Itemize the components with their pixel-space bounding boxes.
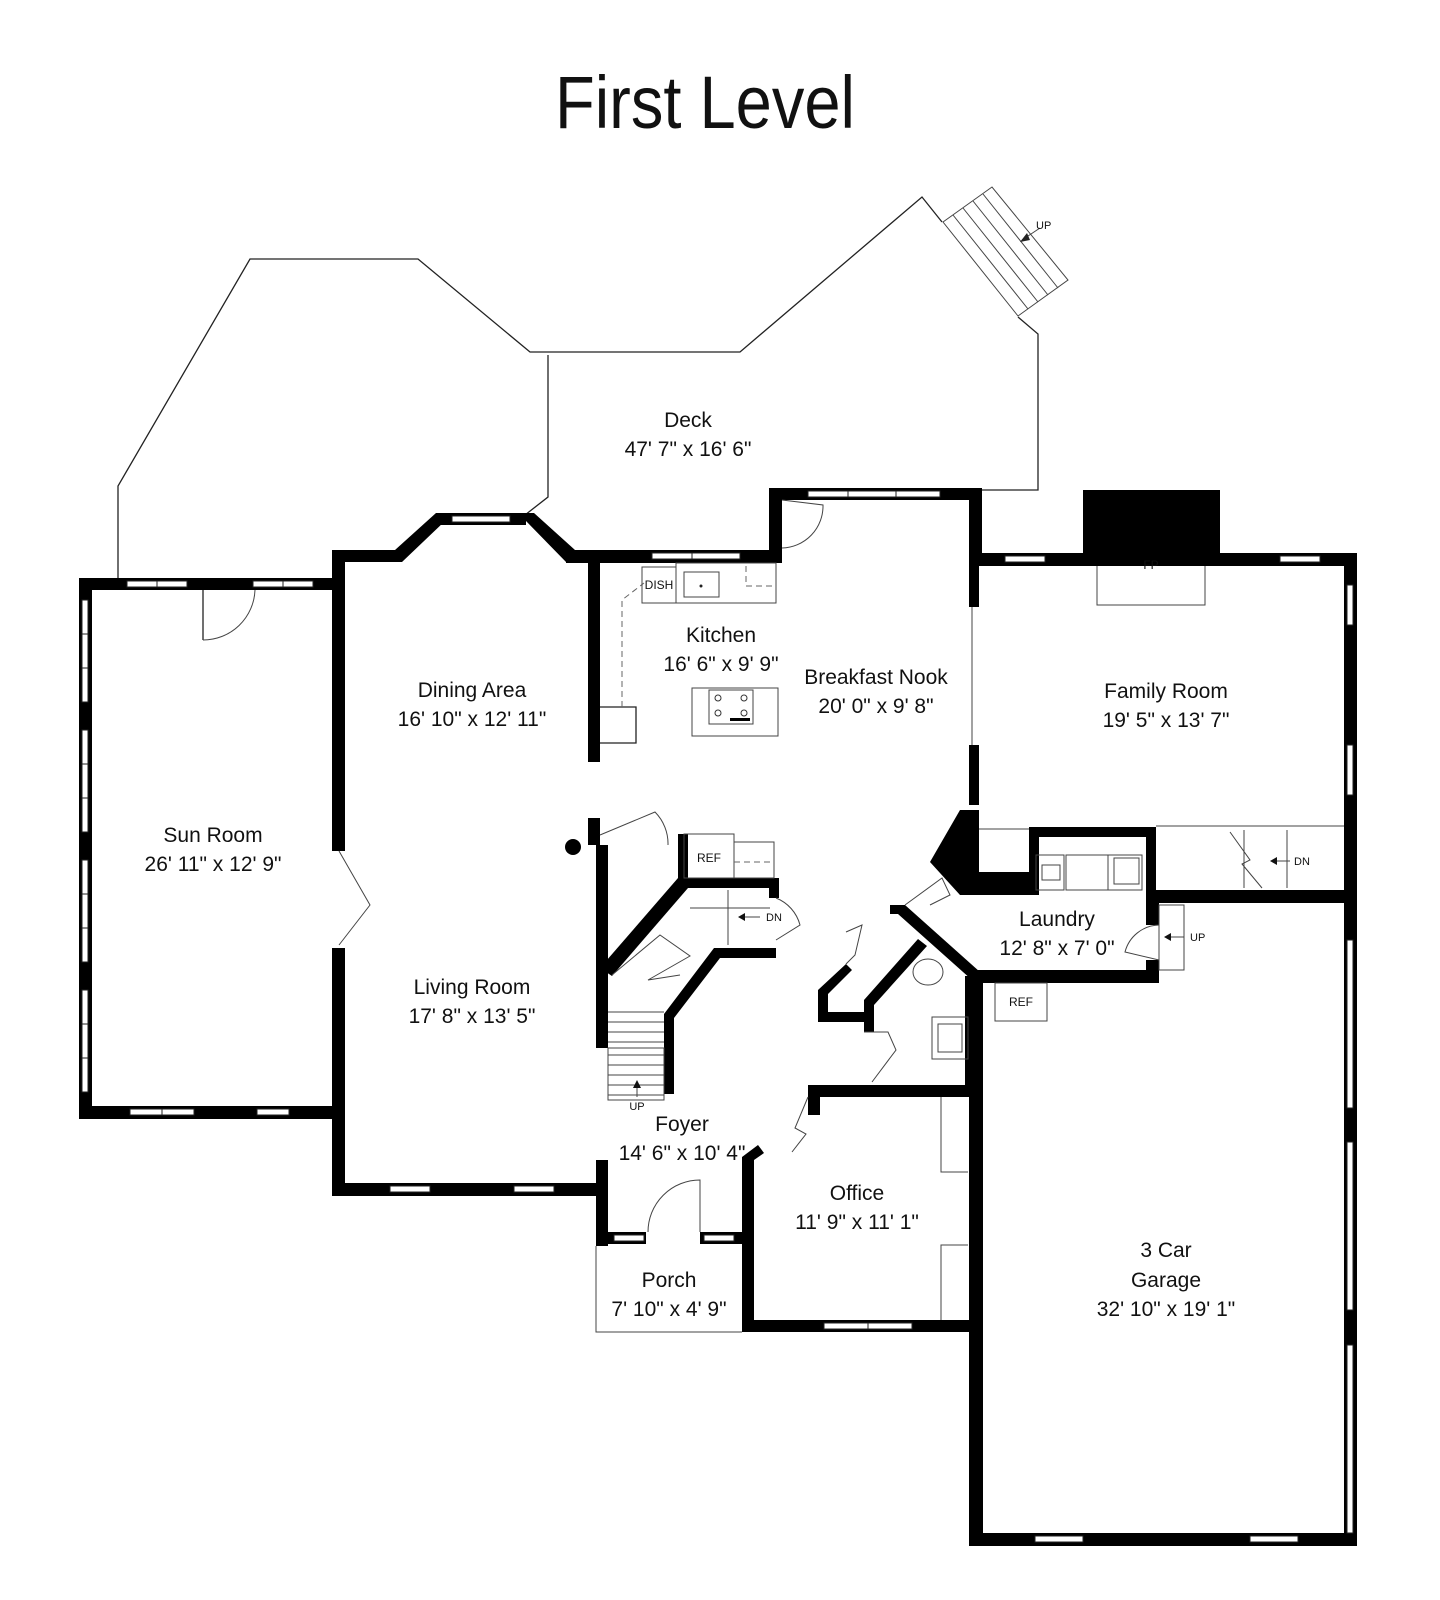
room-size: 14' 6" x 10' 4" — [619, 1142, 746, 1165]
room-label-living-room: Living Room 17' 8" x 13' 5" — [409, 976, 536, 1028]
room-size: 7' 10" x 4' 9" — [611, 1298, 726, 1321]
room-name: Deck — [664, 409, 712, 432]
room-label-dining-area: Dining Area 16' 10" x 12' 11" — [398, 679, 547, 731]
room-name: Dining Area — [418, 679, 527, 702]
room-label-laundry: Laundry 12' 8" x 7' 0" — [999, 908, 1114, 960]
room-name: Laundry — [1019, 908, 1095, 931]
room-name: Sun Room — [163, 824, 262, 847]
room-label-office: Office 11' 9" x 11' 1" — [795, 1182, 919, 1234]
stair-down-label: DN — [766, 912, 782, 924]
deck-up-arrow-icon — [1020, 227, 1041, 242]
room-name: Family Room — [1104, 680, 1228, 703]
family-stair-down-label: DN — [1294, 856, 1310, 868]
column-post — [565, 839, 581, 855]
room-label-deck: Deck 47' 7" x 16' 6" — [625, 409, 752, 461]
room-name: Porch — [642, 1269, 697, 1292]
room-size: 26' 11" x 12' 9" — [145, 853, 282, 876]
room-size: 16' 10" x 12' 11" — [398, 708, 547, 731]
fireplace-label: FP — [1143, 558, 1158, 572]
deck-outline: UP — [117, 186, 1069, 578]
room-size: 17' 8" x 13' 5" — [409, 1005, 536, 1028]
refrigerator-label: REF — [697, 851, 721, 865]
room-name: Kitchen — [686, 624, 756, 647]
room-label-kitchen: Kitchen 16' 6" x 9' 9" — [663, 624, 778, 676]
room-label-sun-room: Sun Room 26' 11" x 12' 9" — [145, 824, 282, 876]
room-name: Breakfast Nook — [804, 666, 948, 689]
room-label-breakfast-nook: Breakfast Nook 20' 0" x 9' 8" — [804, 666, 948, 718]
room-label-foyer: Foyer 14' 6" x 10' 4" — [619, 1113, 746, 1165]
stair-down-arrow-icon — [738, 913, 760, 921]
stair-up-label: UP — [629, 1101, 644, 1113]
interior-lines — [202, 499, 1344, 1333]
family-stair-down-arrow-icon — [1270, 857, 1290, 865]
garage-line-1: 3 Car — [1140, 1239, 1191, 1262]
room-label-garage: 3 Car Garage 32' 10" x 19' 1" — [1097, 1239, 1236, 1321]
stair-up-arrow-icon — [633, 1080, 641, 1097]
room-label-family-room: Family Room 19' 5" x 13' 7" — [1103, 680, 1230, 732]
cooktop-icon — [714, 694, 750, 721]
deck-stairs — [942, 186, 1069, 317]
garage-line-2: Garage — [1131, 1269, 1201, 1292]
garage-size: 32' 10" x 19' 1" — [1097, 1298, 1236, 1321]
room-size: 19' 5" x 13' 7" — [1103, 709, 1230, 732]
room-name: Living Room — [414, 976, 531, 999]
room-label-porch: Porch 7' 10" x 4' 9" — [611, 1269, 726, 1321]
room-size: 11' 9" x 11' 1" — [795, 1211, 919, 1234]
room-size: 20' 0" x 9' 8" — [818, 695, 933, 718]
laundry-stair-up-label: UP — [1190, 932, 1205, 944]
deck-stairs-up-label: UP — [1036, 220, 1051, 232]
dishwasher-label: DISH — [645, 578, 674, 592]
laundry-up-arrow-icon — [1164, 933, 1184, 941]
room-name: Foyer — [655, 1113, 709, 1136]
interior-walls — [596, 834, 980, 1096]
room-name: Office — [830, 1182, 884, 1205]
garage-refrigerator-label: REF — [1009, 995, 1033, 1009]
room-size: 12' 8" x 7' 0" — [999, 937, 1114, 960]
plan-title: First Level — [555, 61, 855, 144]
room-size: 16' 6" x 9' 9" — [663, 653, 778, 676]
room-size: 47' 7" x 16' 6" — [625, 438, 752, 461]
windows — [81, 490, 1354, 1543]
